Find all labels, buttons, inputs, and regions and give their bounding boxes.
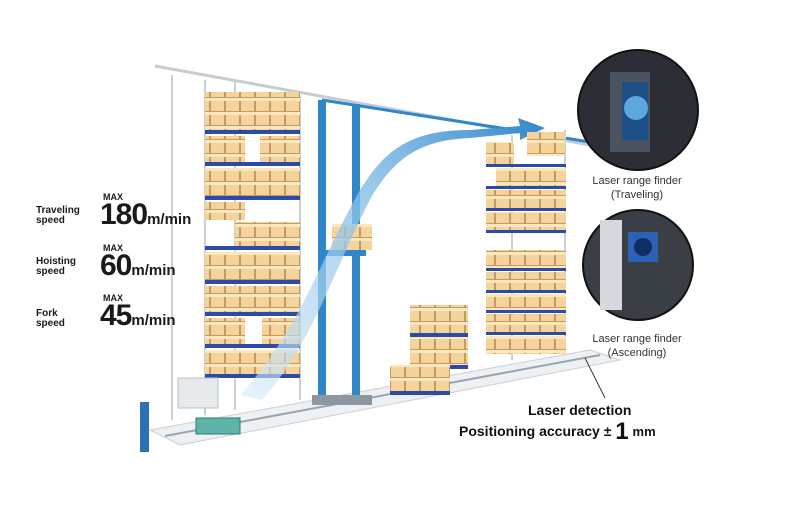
traveling-speed-max: MAX [103,192,123,202]
fork-speed-max: MAX [103,293,123,303]
hoisting-speed-max: MAX [103,243,123,253]
laser-detection-title: Laser detection [528,402,632,418]
traveling-finder-photo [577,49,699,171]
positioning-accuracy: Positioning accuracy ± 1 mm [459,418,656,445]
fork-speed-value: 45m/min [100,299,176,332]
hoisting-speed-value: 60m/min [100,249,176,282]
conveyor-station [140,377,241,452]
traveling-speed-value: 180m/min [100,198,192,231]
movement-arrow [240,118,545,400]
ascending-finder-photo [582,209,694,321]
floor-pallets [390,305,468,395]
ascending-finder-caption: Laser range finder(Ascending) [592,333,682,359]
traveling-finder-caption: Laser range finder(Traveling) [592,175,682,201]
leader-line [584,357,606,399]
right-rack [486,130,566,360]
